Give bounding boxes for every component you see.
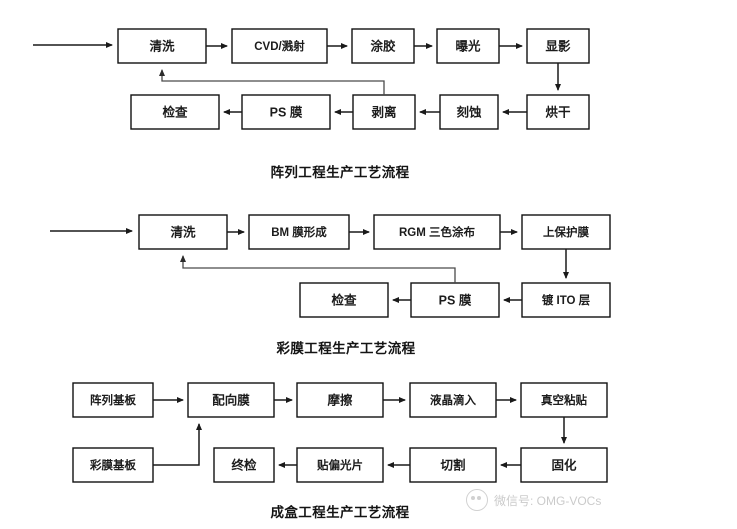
node-array-r1-3[interactable]: 曝光 bbox=[436, 28, 500, 64]
feedback-edge-array bbox=[159, 69, 385, 95]
node-label: 检查 bbox=[162, 104, 188, 119]
caption-array-process: 阵列工程生产工艺流程 bbox=[271, 164, 410, 180]
node-label: 烘干 bbox=[545, 104, 571, 119]
node-array-r2-4[interactable]: 烘干 bbox=[526, 94, 590, 130]
node-label: PS 膜 bbox=[270, 104, 303, 119]
node-cell-r2-4[interactable]: 固化 bbox=[520, 447, 608, 483]
node-cf-r1-2[interactable]: RGM 三色涂布 bbox=[373, 214, 501, 250]
node-array-r1-0[interactable]: 清洗 bbox=[117, 28, 207, 64]
node-label: CVD/溅射 bbox=[254, 39, 305, 53]
node-array-r1-4[interactable]: 显影 bbox=[526, 28, 590, 64]
node-label: 刻蚀 bbox=[456, 104, 482, 119]
caption-cell-assembly-process: 成盒工程生产工艺流程 bbox=[271, 504, 410, 520]
node-label: 真空粘贴 bbox=[541, 393, 587, 407]
node-label: 曝光 bbox=[455, 38, 481, 53]
node-array-r2-1[interactable]: PS 膜 bbox=[241, 94, 331, 130]
node-label: 检查 bbox=[331, 292, 357, 307]
section-cell-assembly-process: 阵列基板 配向膜 摩擦 液晶滴入 真空粘贴 bbox=[72, 382, 608, 520]
node-label: 显影 bbox=[545, 38, 571, 53]
node-cf-r1-1[interactable]: BM 膜形成 bbox=[248, 214, 350, 250]
node-label: 配向膜 bbox=[212, 392, 250, 407]
node-cell-r1-0[interactable]: 阵列基板 bbox=[72, 382, 154, 418]
node-array-r2-0[interactable]: 检查 bbox=[130, 94, 220, 130]
node-array-r1-2[interactable]: 涂胶 bbox=[351, 28, 415, 64]
node-label: 镀 ITO 层 bbox=[542, 293, 591, 307]
node-cf-r1-3[interactable]: 上保护膜 bbox=[521, 214, 611, 250]
section-color-filter-process: 清洗 BM 膜形成 RGM 三色涂布 上保护膜 检查 bbox=[50, 214, 611, 356]
node-label: 摩擦 bbox=[327, 392, 353, 407]
node-label: 固化 bbox=[551, 457, 577, 472]
node-array-r1-1[interactable]: CVD/溅射 bbox=[231, 28, 328, 64]
node-cell-r1-2[interactable]: 摩擦 bbox=[296, 382, 384, 418]
node-label: RGM 三色涂布 bbox=[399, 225, 476, 239]
node-cell-r1-3[interactable]: 液晶滴入 bbox=[409, 382, 497, 418]
node-cell-r2-0[interactable]: 彩膜基板 bbox=[72, 447, 154, 483]
node-label: 终检 bbox=[231, 457, 257, 472]
feedback-edge-color-filter bbox=[180, 255, 456, 283]
node-cf-r2-2[interactable]: 镀 ITO 层 bbox=[521, 282, 611, 318]
node-label: 清洗 bbox=[149, 38, 175, 53]
node-cell-r2-1[interactable]: 终检 bbox=[213, 447, 275, 483]
node-label: 贴偏光片 bbox=[316, 458, 363, 472]
node-label: PS 膜 bbox=[439, 292, 472, 307]
node-label: 上保护膜 bbox=[543, 225, 589, 239]
section-array-process: 清洗 CVD/溅射 涂胶 曝光 显影 bbox=[33, 28, 590, 180]
node-cf-r2-0[interactable]: 检查 bbox=[299, 282, 389, 318]
node-array-r2-3[interactable]: 刻蚀 bbox=[439, 94, 499, 130]
node-label: BM 膜形成 bbox=[271, 225, 327, 239]
node-cell-r1-1[interactable]: 配向膜 bbox=[187, 382, 275, 418]
node-array-r2-2[interactable]: 剥离 bbox=[352, 94, 416, 130]
node-label: 切割 bbox=[440, 457, 465, 472]
node-label: 清洗 bbox=[170, 224, 196, 239]
node-label: 液晶滴入 bbox=[430, 393, 476, 407]
node-label: 阵列基板 bbox=[90, 393, 136, 407]
node-cell-r2-3[interactable]: 切割 bbox=[409, 447, 497, 483]
node-cell-r1-4[interactable]: 真空粘贴 bbox=[520, 382, 608, 418]
node-cf-r2-1[interactable]: PS 膜 bbox=[410, 282, 500, 318]
caption-color-filter-process: 彩膜工程生产工艺流程 bbox=[276, 340, 416, 356]
node-cf-r1-0[interactable]: 清洗 bbox=[138, 214, 228, 250]
edge-cell-colorsub-to-align bbox=[153, 423, 202, 466]
node-label: 剥离 bbox=[371, 104, 396, 119]
node-label: 彩膜基板 bbox=[89, 458, 136, 472]
node-label: 涂胶 bbox=[370, 38, 396, 53]
node-cell-r2-2[interactable]: 贴偏光片 bbox=[296, 447, 384, 483]
